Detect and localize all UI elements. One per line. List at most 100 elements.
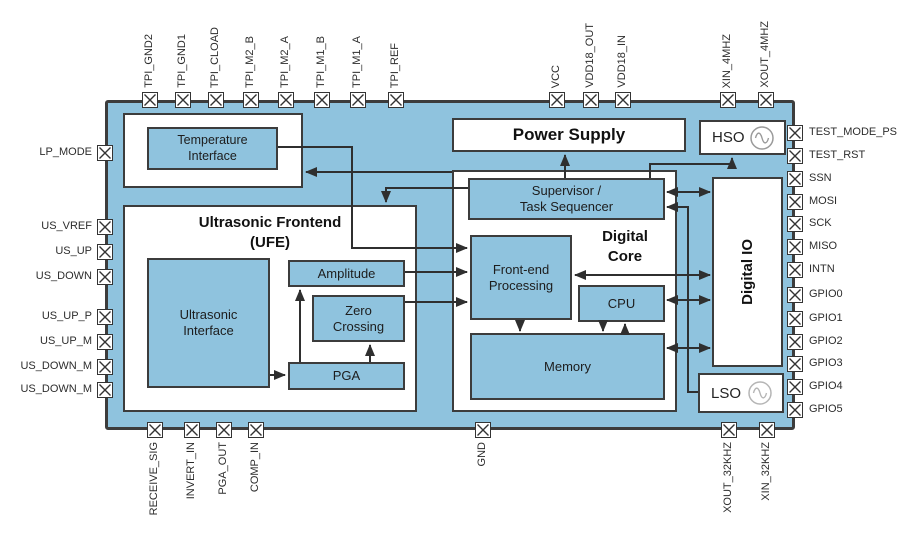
pin-x-icon: [789, 173, 801, 185]
supervisor-label: Supervisor / Task Sequencer: [519, 183, 614, 214]
pin-gpio1: [787, 311, 803, 327]
pin-label-us_down_m: US_DOWN_M: [20, 360, 92, 372]
pin-mosi: [787, 194, 803, 210]
pin-label-tpi_m2_b: TPI_M2_B: [244, 36, 256, 88]
pin-vdd18_out: [583, 92, 599, 108]
pin-label-tpi_gnd1: TPI_GND1: [176, 34, 188, 88]
pin-tpi_gnd1: [175, 92, 191, 108]
lso-label: LSO: [711, 384, 742, 402]
pin-label-vdd18_out: VDD18_OUT: [584, 23, 596, 88]
pin-tpi_m1_a: [350, 92, 366, 108]
pin-x-icon: [551, 94, 563, 106]
pin-us_down_m: [97, 359, 113, 375]
pin-label-sck: SCK: [809, 217, 832, 229]
pin-x-icon: [390, 94, 402, 106]
temperature-interface-block: Temperature Interface: [147, 127, 278, 170]
pin-gpio2: [787, 334, 803, 350]
zero-crossing-block: Zero Crossing: [312, 295, 405, 342]
cpu-block: CPU: [578, 285, 665, 322]
pin-tpi_gnd2: [142, 92, 158, 108]
pin-tpi_ref: [388, 92, 404, 108]
pin-x-icon: [316, 94, 328, 106]
pin-x-icon: [99, 384, 111, 396]
pin-xin_4mhz: [720, 92, 736, 108]
memory-label: Memory: [544, 358, 591, 374]
pin-x-icon: [250, 424, 262, 436]
pin-x-icon: [761, 424, 773, 436]
pin-x-icon: [723, 424, 735, 436]
amplitude-label: Amplitude: [317, 265, 376, 281]
pin-x-icon: [352, 94, 364, 106]
pin-tpi_m2_b: [243, 92, 259, 108]
pin-label-xout_4mhz: XOUT_4MHZ: [759, 21, 771, 88]
pin-label-gpio3: GPIO3: [809, 357, 843, 369]
pin-label-test_mode_ps: TEST_MODE_PS: [809, 126, 898, 138]
pin-label-intn: INTN: [809, 263, 835, 275]
pin-x-icon: [99, 271, 111, 283]
pin-gpio0: [787, 287, 803, 303]
pin-x-icon: [210, 94, 222, 106]
pin-label-gpio2: GPIO2: [809, 335, 843, 347]
pin-label-us_up: US_UP: [55, 245, 92, 257]
pin-label-pga_out: PGA_OUT: [217, 442, 229, 495]
pin-x-icon: [144, 94, 156, 106]
pin-x-icon: [218, 424, 230, 436]
pin-label-gpio0: GPIO0: [809, 288, 843, 300]
pga-label: PGA: [332, 368, 361, 384]
pin-invert_in: [184, 422, 200, 438]
digital-core-title: Digital Core: [602, 228, 648, 265]
pin-label-tpi_cload: TPI_CLOAD: [209, 26, 221, 88]
pin-x-icon: [760, 94, 772, 106]
pin-lp_mode: [97, 145, 113, 161]
pin-miso: [787, 239, 803, 255]
pin-label-tpi_ref: TPI_REF: [389, 42, 401, 88]
pin-comp_in: [248, 422, 264, 438]
pin-x-icon: [99, 221, 111, 233]
pin-us_down: [97, 269, 113, 285]
pin-x-icon: [789, 150, 801, 162]
pin-us_down_m: [97, 382, 113, 398]
temperature-interface-label: Temperature Interface: [177, 133, 248, 163]
front-end-processing-block: Front-end Processing: [470, 235, 572, 320]
pin-x-icon: [99, 246, 111, 258]
pin-x-icon: [789, 358, 801, 370]
pin-label-us_down: US_DOWN: [35, 270, 92, 282]
pin-label-xin_4mhz: XIN_4MHZ: [721, 33, 733, 88]
pin-label-us_vref: US_VREF: [41, 220, 92, 232]
pin-label-gpio5: GPIO5: [809, 403, 843, 415]
pin-label-tpi_m1_b: TPI_M1_B: [315, 36, 327, 88]
pin-x-icon: [789, 264, 801, 276]
pin-xout_4mhz: [758, 92, 774, 108]
pin-sck: [787, 216, 803, 232]
pin-x-icon: [789, 127, 801, 139]
pin-gnd: [475, 422, 491, 438]
pin-x-icon: [789, 241, 801, 253]
pin-x-icon: [99, 147, 111, 159]
pin-label-gpio1: GPIO1: [809, 312, 843, 324]
pin-x-icon: [477, 424, 489, 436]
pin-label-tpi_gnd2: TPI_GND2: [143, 34, 155, 88]
pin-us_up: [97, 244, 113, 260]
pin-x-icon: [789, 381, 801, 393]
pin-x-icon: [245, 94, 257, 106]
pin-label-miso: MISO: [809, 240, 838, 252]
digital-io-label: Digital IO: [739, 239, 756, 305]
oscillator-icon: [748, 381, 772, 405]
pin-us_vref: [97, 219, 113, 235]
zero-crossing-label: Zero Crossing: [332, 302, 385, 334]
pin-x-icon: [789, 289, 801, 301]
pin-tpi_cload: [208, 92, 224, 108]
pin-us_up_m: [97, 334, 113, 350]
pin-pga_out: [216, 422, 232, 438]
pin-x-icon: [177, 94, 189, 106]
pin-x-icon: [789, 313, 801, 325]
pin-x-icon: [617, 94, 629, 106]
power-supply-box: Power Supply: [452, 118, 686, 152]
cpu-label: CPU: [607, 295, 636, 311]
pin-label-comp_in: COMP_IN: [249, 442, 261, 493]
pin-x-icon: [280, 94, 292, 106]
pin-xout_32khz: [721, 422, 737, 438]
pin-x-icon: [186, 424, 198, 436]
pin-label-lp_mode: LP_MODE: [39, 146, 92, 158]
